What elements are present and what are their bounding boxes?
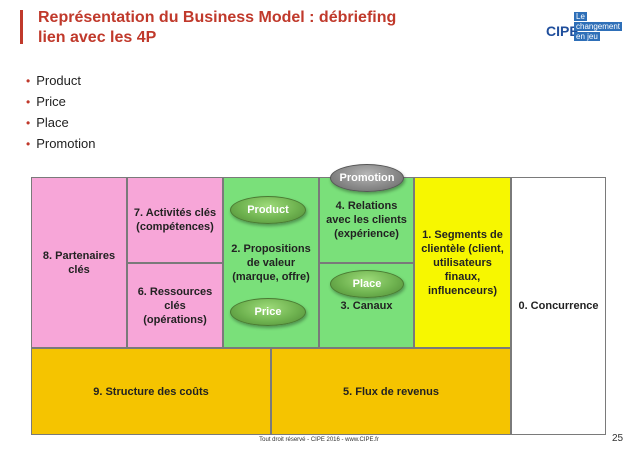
logo-tagline-line: Le (574, 12, 587, 21)
cell-activites: 7. Activités clés (compétences) (127, 177, 223, 263)
cell-revenus: 5. Flux de revenus (271, 348, 511, 435)
list-item: • Price (26, 91, 95, 112)
list-item: • Promotion (26, 133, 95, 154)
list-item-label: Price (36, 94, 66, 109)
list-item-label: Promotion (36, 136, 96, 151)
cell-concurrence: 0. Concurrence (511, 177, 606, 435)
list-item: • Place (26, 112, 95, 133)
footer-copyright: Tout droit réservé - CIPE 2016 - www.CIP… (259, 437, 379, 443)
cell-ressources: 6. Ressources clés (opérations) (127, 263, 223, 348)
cell-couts: 9. Structure des coûts (31, 348, 271, 435)
product-pill: Product (230, 196, 306, 224)
place-pill: Place (330, 270, 404, 298)
logo-cipe-text: CIPE (546, 23, 579, 39)
logo-tagline: Le changement en jeu (574, 12, 630, 42)
four-p-list: • Product • Price • Place • Promotion (26, 70, 95, 154)
cell-relations: 4. Relations avec les clients (expérienc… (319, 177, 414, 263)
list-item: • Product (26, 70, 95, 91)
logo-tagline-line: changement (574, 22, 623, 31)
bullet-icon: • (26, 74, 31, 88)
cell-partenaires: 8. Partenaires clés (31, 177, 127, 348)
bullet-icon: • (26, 116, 31, 130)
page-title-line-1: Représentation du Business Model : débri… (38, 9, 397, 26)
page-title-line-2: lien avec les 4P (38, 29, 157, 46)
price-pill: Price (230, 298, 306, 326)
page-title: Représentation du Business Model : débri… (38, 8, 438, 48)
page-number: 25 (612, 433, 624, 444)
list-item-label: Product (36, 73, 82, 88)
bullet-icon: • (26, 137, 31, 151)
title-accent-bar (20, 10, 23, 44)
cipe-logo: CIPE Le changement en jeu (546, 10, 630, 44)
cell-segments: 1. Segments de clientèle (client, utilis… (414, 177, 511, 348)
promotion-pill: Promotion (330, 164, 404, 192)
logo-tagline-line: en jeu (574, 32, 600, 41)
list-item-label: Place (36, 115, 69, 130)
bullet-icon: • (26, 95, 31, 109)
